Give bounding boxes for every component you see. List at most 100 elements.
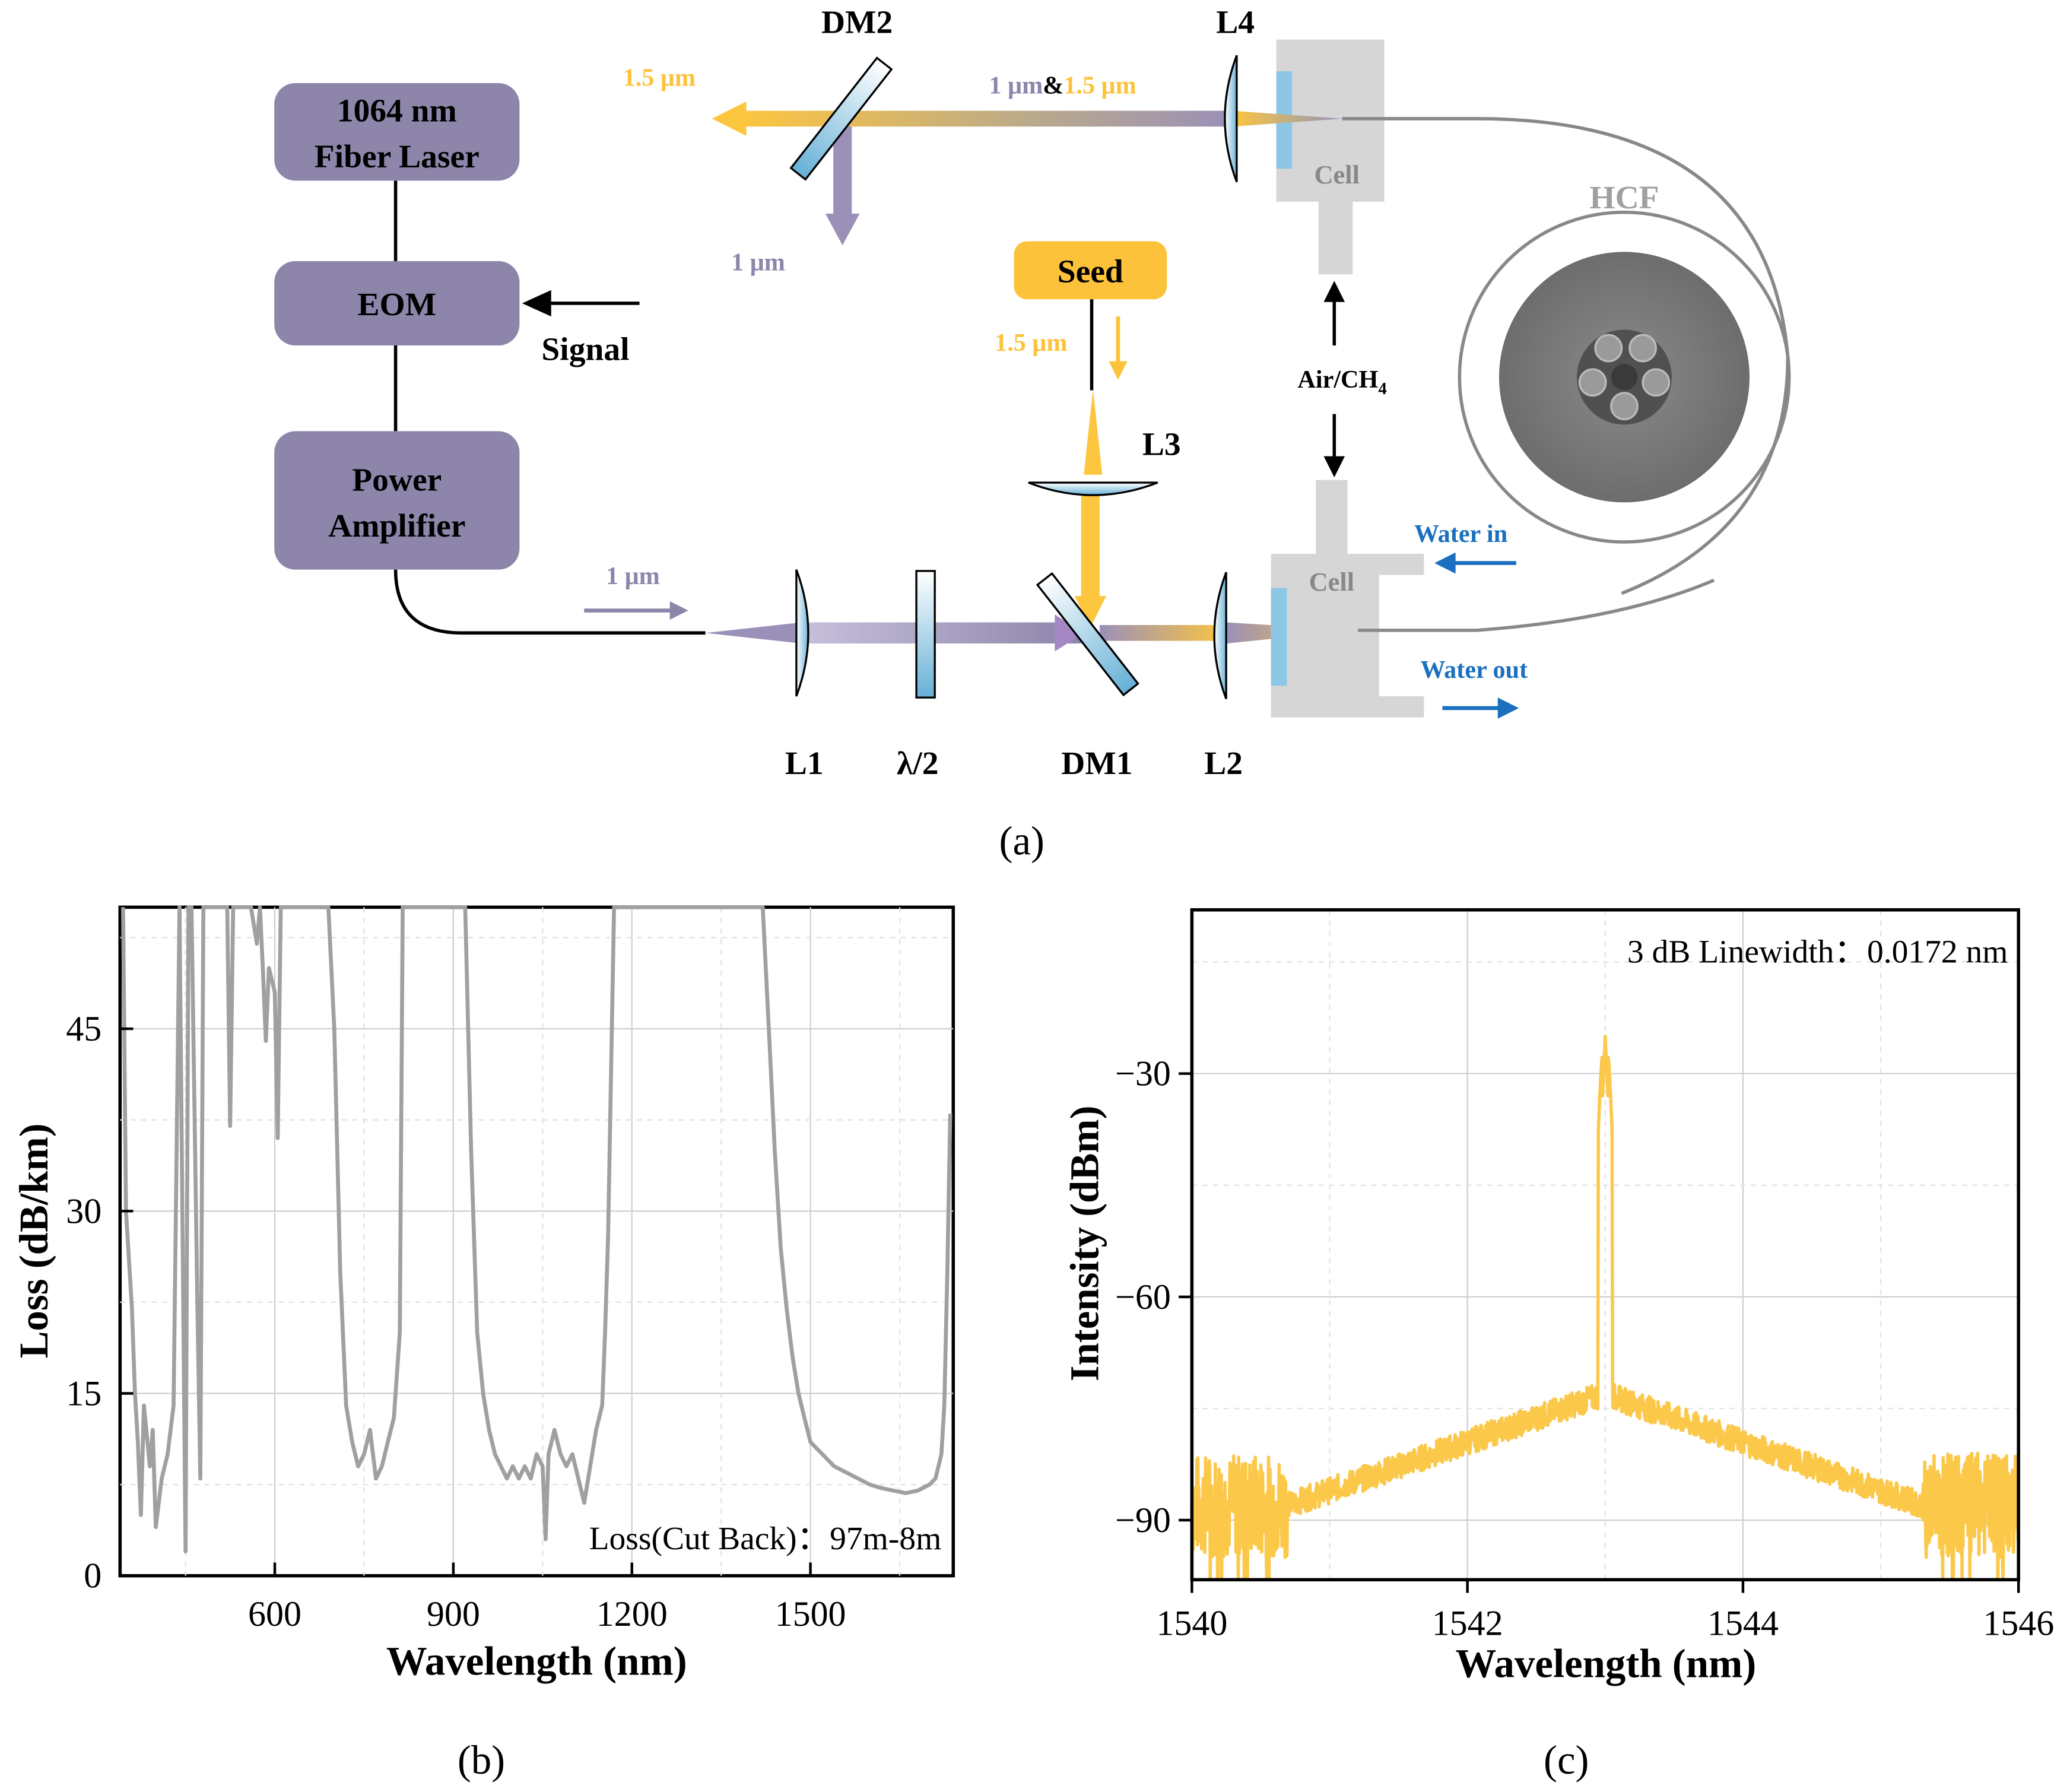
plot-c-annotation: 3 dB Linewidth：0.0172 nm [1627, 934, 2008, 970]
seed-label: Seed [1058, 253, 1123, 290]
lens-l4 [1224, 55, 1238, 183]
dichroic-mirror-dm2 [789, 56, 893, 181]
plot-c-tick-label-x: 1544 [1707, 1604, 1779, 1643]
fiber-capillaries [1578, 334, 1671, 421]
gas-cell-top-label: Cell [1314, 160, 1359, 189]
plot-c-tick-label-y: −60 [1115, 1277, 1171, 1317]
plot-b-tick-label-y: 30 [66, 1191, 101, 1230]
gas-arrow-up-head [1323, 281, 1345, 302]
seed-box [1014, 241, 1167, 300]
panel-c-caption: (c) [1544, 1737, 1589, 1783]
plot-b-ticks: 600 900 1200 1500 0 15 30 45 [66, 1009, 846, 1634]
lens-l2-label: L2 [1204, 746, 1243, 782]
plot-b-ylabel: Loss (dB/km) [11, 1123, 56, 1358]
seed-wavelength-label: 1.5 μm [995, 329, 1067, 357]
plot-b-tick-label-y: 0 [84, 1556, 101, 1596]
plot-c-tick-label-x: 1540 [1156, 1604, 1227, 1643]
plot-c-spectrum-line [1190, 1035, 2021, 1582]
lens-l4-label: L4 [1216, 5, 1255, 41]
gas-label: Air/CH4 [1297, 366, 1386, 398]
power-amplifier-label-2: Amplifier [328, 508, 465, 544]
gas-cell-bottom [1271, 480, 1424, 718]
plot-c-tick-label-x: 1542 [1432, 1604, 1503, 1643]
plot-b-tick-label-x: 900 [427, 1594, 480, 1634]
mixed-beam-label: 1 μm&1.5 μm [989, 72, 1136, 100]
plot-c-tick-label-x: 1546 [1983, 1604, 2054, 1643]
residual-pump-beam-head [825, 213, 860, 246]
gas-arrow-down-head [1323, 456, 1345, 478]
signal-arrow-head [522, 290, 551, 317]
plot-b-grid [120, 907, 954, 1576]
lens-l2 [1213, 572, 1227, 699]
plot-c-ticks: 1540 1542 1544 1546 −30 −60 −90 [1115, 1054, 2054, 1643]
power-amplifier-label-1: Power [352, 462, 442, 498]
half-wave-plate [915, 570, 936, 699]
plot-b-frame [118, 905, 955, 1578]
output-beam [738, 110, 1234, 127]
plot-b-tick-label-x: 1500 [775, 1594, 846, 1634]
output-1um-label: 1 μm [731, 248, 785, 276]
output-15um-label: 1.5 μm [623, 64, 696, 91]
residual-pump-beam [833, 126, 852, 217]
hcf-label: HCF [1589, 180, 1659, 216]
hcf-fiber-bottom [1358, 578, 1715, 632]
signal-label: Signal [541, 331, 629, 367]
fiber-laser-box [274, 83, 520, 181]
panel-b: 600 900 1200 1500 0 15 30 45 Loss(Cut Back)：97m… [11, 905, 955, 1783]
pump-beam [801, 622, 1081, 644]
panel-a: 1064 nm Fiber Laser EOM Power Amplifier … [274, 5, 1791, 864]
plot-b-tick-label-x: 600 [248, 1594, 301, 1634]
plot-b-xlabel: Wavelength (nm) [386, 1638, 687, 1683]
plot-c-grid [1191, 909, 2020, 1580]
plot-c-xlabel: Wavelength (nm) [1455, 1641, 1756, 1686]
pump-direction-arrow-head [669, 601, 688, 620]
lens-l3-label: L3 [1142, 426, 1181, 462]
dichroic-mirror-dm1-label: DM1 [1061, 746, 1132, 782]
panel-a-caption: (a) [999, 819, 1044, 864]
plot-b-tick-label-x: 1200 [596, 1594, 668, 1634]
cell-window-bottom [1271, 588, 1287, 686]
plot-b-tick-label-y: 45 [66, 1009, 101, 1048]
water-out-arrow-head [1497, 697, 1519, 719]
water-out-label: Water out [1420, 656, 1528, 684]
water-in-label: Water in [1414, 520, 1507, 548]
seed-beam-head [1074, 596, 1106, 628]
fiber-laser-label-1: 1064 nm [337, 93, 457, 129]
water-in-arrow-head [1434, 552, 1456, 574]
plot-c-tick-label-y: −30 [1115, 1054, 1171, 1093]
power-amplifier-box [274, 431, 520, 570]
gas-cell-top [1276, 39, 1385, 275]
lens-l1-label: L1 [785, 746, 824, 782]
plot-b-tick-label-y: 15 [66, 1374, 101, 1413]
seed-beam [1081, 487, 1100, 604]
half-wave-plate-label: λ/2 [897, 746, 938, 782]
plot-b-loss-line [121, 905, 953, 1554]
output-beam-cone [1233, 110, 1342, 127]
gas-cell-bottom-label: Cell [1309, 567, 1354, 597]
pump-beam-cone [705, 622, 802, 644]
eom-box [274, 261, 520, 346]
panel-c: 1540 1542 1544 1546 −30 −60 −90 3 dB Linewidth… [1062, 908, 2054, 1783]
lens-l1 [795, 569, 809, 697]
panel-b-caption: (b) [458, 1737, 505, 1783]
plot-b-series [121, 905, 953, 1554]
dichroic-mirror-dm2-label: DM2 [821, 5, 893, 41]
plot-c-ylabel: Intensity (dBm) [1062, 1105, 1107, 1381]
fiber-laser-label-2: Fiber Laser [315, 139, 480, 175]
eom-label: EOM [357, 287, 436, 323]
pump-wavelength-label: 1 μm [606, 562, 660, 590]
combined-beam [1099, 624, 1229, 641]
pump-beam-head [1055, 614, 1084, 652]
hcf-coil [1458, 210, 1791, 544]
seed-direction-arrow-head [1109, 361, 1128, 380]
fiber-core [1611, 364, 1638, 391]
output-fiber [393, 569, 706, 635]
lens-l3 [1028, 481, 1158, 496]
output-beam-head [712, 102, 747, 136]
plot-c-tick-label-y: −90 [1115, 1501, 1171, 1540]
plot-c-frame [1190, 908, 2021, 1582]
dichroic-mirror-dm1 [1036, 572, 1139, 697]
plot-b-annotation: Loss(Cut Back)：97m-8m [589, 1521, 942, 1557]
